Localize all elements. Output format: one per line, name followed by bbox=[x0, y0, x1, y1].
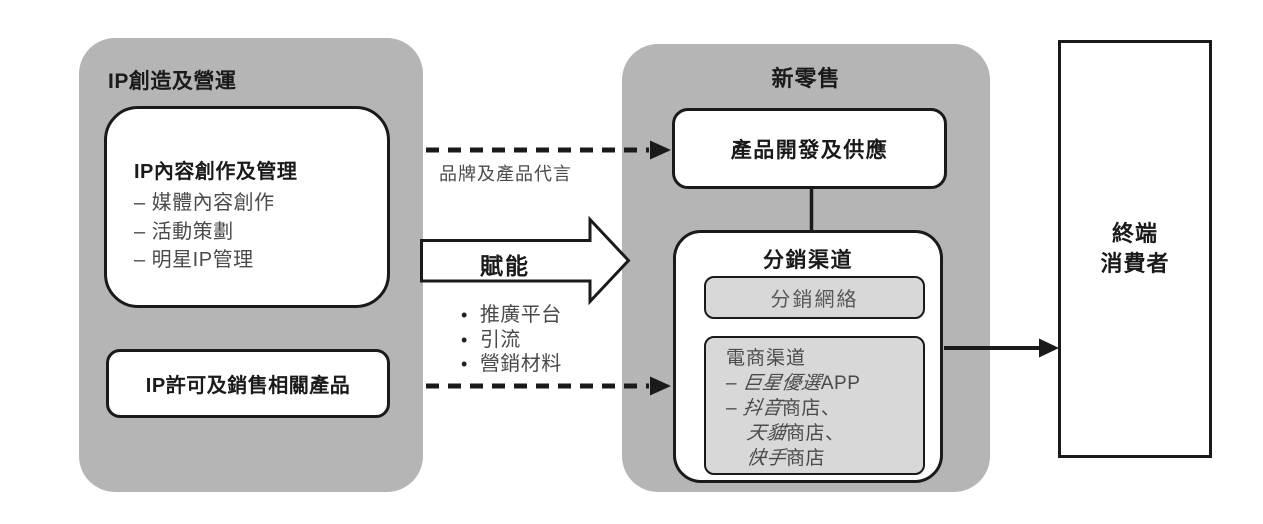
text-segment: 商店 bbox=[786, 448, 826, 469]
box-end-consumer: 終端 消費者 bbox=[1058, 40, 1212, 458]
list-item: • 引流 bbox=[461, 328, 562, 353]
list-item: • 推廣平台 bbox=[461, 303, 562, 328]
box-distribution-network-label: 分銷網絡 bbox=[770, 289, 859, 311]
group-ip-creation: IP創造及營運 IP內容創作及管理 – 媒體內容創作 – 活動策劃 – 明星IP管理… bbox=[79, 38, 423, 492]
bullet-icon: • bbox=[461, 305, 468, 325]
text-segment: 商店、 bbox=[786, 423, 845, 444]
group-new-retail: 新零售 產品開發及供應 分銷渠道 分銷網絡 電商渠道 – 巨星優選APP– 抖音… bbox=[622, 44, 990, 492]
list-item: – 明星IP管理 bbox=[134, 249, 254, 271]
box-distribution-title: 分銷渠道 bbox=[763, 249, 853, 272]
bullet-icon: • bbox=[461, 329, 468, 350]
brand-name: 天貓 bbox=[745, 423, 788, 444]
list-item: – 巨星優選APP bbox=[726, 371, 917, 396]
brand-name: 快手 bbox=[745, 448, 788, 469]
box-ip-content-heading: IP內容創作及管理 bbox=[134, 161, 298, 183]
end-consumer-line1: 終端 bbox=[1111, 221, 1158, 246]
arrowhead-icon bbox=[1039, 338, 1059, 358]
box-distribution-network: 分銷網絡 bbox=[704, 276, 925, 319]
list-item: 天貓商店、 bbox=[726, 421, 917, 446]
text-segment: – bbox=[726, 398, 743, 419]
box-product-development: 產品開發及供應 bbox=[672, 108, 947, 189]
list-item: – 抖音商店、 bbox=[726, 396, 917, 421]
box-ecommerce-heading: 電商渠道 bbox=[726, 348, 807, 369]
bullet-icon: • bbox=[461, 354, 468, 374]
bullet-label: 引流 bbox=[479, 328, 521, 351]
group-new-retail-title: 新零售 bbox=[771, 66, 841, 91]
text-segment: – bbox=[726, 373, 743, 394]
box-ip-content-creation: IP內容創作及管理 – 媒體內容創作 – 活動策劃 – 明星IP管理 bbox=[104, 106, 390, 308]
list-item: 快手商店 bbox=[726, 446, 917, 471]
list-item: – 媒體內容創作 bbox=[134, 192, 275, 214]
box-ip-licensing-label: IP許可及銷售相關產品 bbox=[145, 375, 351, 397]
brand-name: 巨星優選 bbox=[741, 373, 823, 394]
bullet-label: 營銷材料 bbox=[479, 353, 562, 375]
list-item: • 營銷材料 bbox=[461, 352, 562, 377]
list-item: – 活動策劃 bbox=[134, 220, 234, 243]
brand-name: 抖音 bbox=[741, 398, 784, 419]
group-ip-creation-title: IP創造及營運 bbox=[108, 70, 237, 93]
box-ip-licensing: IP許可及銷售相關產品 bbox=[106, 349, 390, 418]
bullet-label: 推廣平台 bbox=[479, 304, 562, 326]
box-distribution-channels: 分銷渠道 分銷網絡 電商渠道 – 巨星優選APP– 抖音商店、天貓商店、快手商店 bbox=[673, 230, 943, 483]
empower-bullet-list: • 推廣平台 • 引流 • 營銷材料 bbox=[461, 303, 562, 377]
ecommerce-items: – 巨星優選APP– 抖音商店、天貓商店、快手商店 bbox=[726, 371, 917, 471]
ip-content-items: – 媒體內容創作 – 活動策劃 – 明星IP管理 bbox=[134, 189, 377, 275]
empower-label: 賦能 bbox=[480, 253, 530, 279]
text-segment: APP bbox=[820, 373, 861, 394]
box-ecommerce-channels: 電商渠道 – 巨星優選APP– 抖音商店、天貓商店、快手商店 bbox=[704, 336, 925, 475]
box-product-development-label: 產品開發及供應 bbox=[730, 138, 889, 162]
text-segment: 商店、 bbox=[781, 398, 841, 419]
endorsement-label: 品牌及產品代言 bbox=[439, 164, 572, 184]
end-consumer-line2: 消費者 bbox=[1100, 251, 1170, 276]
